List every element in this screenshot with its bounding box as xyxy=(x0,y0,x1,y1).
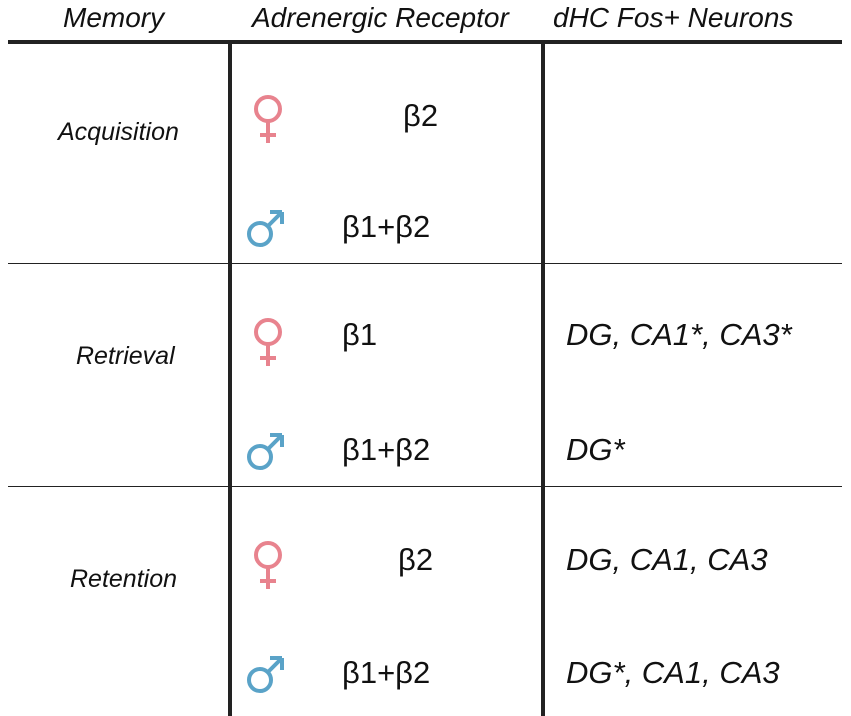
header-memory: Memory xyxy=(63,2,165,33)
receptor-value: β1+β2 xyxy=(342,432,431,467)
header-dhc-fos-neurons: dHC Fos+ Neurons xyxy=(553,2,794,33)
receptor-value: β1+β2 xyxy=(342,655,431,690)
male-symbol-icon xyxy=(245,207,287,249)
fos-neurons-value: DG, CA1, CA3 xyxy=(566,542,768,577)
header-adrenergic-receptor: Adrenergic Receptor xyxy=(252,2,509,33)
memory-label-retention: Retention xyxy=(70,565,178,593)
receptor-value: β1+β2 xyxy=(342,209,431,244)
female-symbol-icon xyxy=(249,317,287,369)
female-symbol-icon xyxy=(249,540,287,592)
row-divider-1 xyxy=(8,263,842,264)
memory-label-acquisition: Acquisition xyxy=(58,118,179,146)
fos-neurons-value: DG, CA1*, CA3* xyxy=(566,317,792,352)
receptor-value: β1 xyxy=(342,317,378,352)
male-symbol-icon xyxy=(245,653,287,695)
fos-neurons-value: DG* xyxy=(566,432,625,467)
row-divider-2 xyxy=(8,486,842,487)
receptor-value: β2 xyxy=(398,542,434,577)
female-symbol-icon xyxy=(249,94,287,146)
male-symbol-icon xyxy=(245,430,287,472)
fos-neurons-value: DG*, CA1, CA3 xyxy=(566,655,780,690)
header-divider xyxy=(8,40,842,44)
receptor-value: β2 xyxy=(403,98,439,133)
memory-label-retrieval: Retrieval xyxy=(76,342,175,370)
column-divider-left xyxy=(228,42,232,716)
column-divider-right xyxy=(541,42,545,716)
